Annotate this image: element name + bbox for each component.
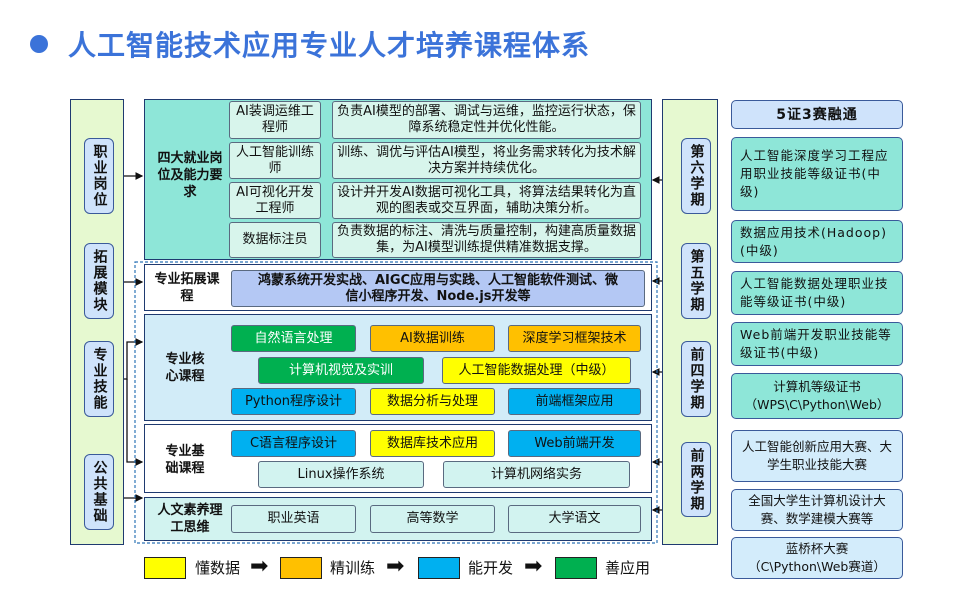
- course-data-analysis: 数据分析与处理: [370, 388, 495, 415]
- course-web-frontend: Web前端开发: [508, 430, 641, 457]
- title-bullet-icon: [30, 35, 48, 53]
- page-title: 人工智能技术应用专业人才培养课程体系: [68, 29, 591, 62]
- module-public-basis: 公共基础: [84, 454, 114, 530]
- competition: 全国大学生计算机设计大赛、数学建模大赛等: [731, 489, 903, 531]
- legend-swatch-green: [555, 557, 597, 579]
- job-desc: 训练、调优与评估AI模型，将业务需求转化为技术解决方案并持续优化。: [332, 142, 641, 179]
- basic-label: 专业基础课程: [165, 444, 205, 476]
- course-database: 数据库技术应用: [370, 430, 495, 457]
- arrow-right-icon: ➡: [250, 554, 269, 579]
- course-math: 高等数学: [370, 505, 495, 533]
- legend-label: 懂数据: [195, 559, 241, 577]
- course-chinese: 大学语文: [508, 505, 641, 533]
- job-desc: 负责数据的标注、清洗与质量控制，构建高质量数据集，为AI模型训练提供精准数据支撑…: [332, 222, 641, 258]
- course-computer-vision: 计算机视觉及实训: [258, 357, 424, 384]
- legend-label: 精训练: [330, 559, 376, 577]
- module-career: 职业岗位: [84, 138, 114, 214]
- humanities-label: 人文素养理工思维: [157, 503, 223, 535]
- module-skills: 专业技能: [84, 341, 114, 417]
- course-networking: 计算机网络实务: [443, 461, 630, 488]
- legend-swatch-yellow: [144, 557, 186, 579]
- arrow-right-icon: ➡: [386, 554, 405, 579]
- job-role: AI可视化开发工程师: [229, 182, 321, 219]
- legend-swatch-orange: [280, 557, 322, 579]
- competition: 蓝桥杯大赛（C\Python\Web赛道）: [731, 537, 903, 579]
- extension-courses: 鸿蒙系统开发实战、AIGC应用与实践、人工智能软件测试、微信小程序开发、Node…: [231, 270, 645, 307]
- job-desc: 设计并开发AI数据可视化工具，将算法结果转化为直观的图表或交互界面，辅助决策分析…: [332, 182, 641, 219]
- course-python: Python程序设计: [231, 388, 356, 415]
- job-role: 人工智能训练师: [229, 142, 321, 179]
- certificate: 数据应用技术(Hadoop)(中级): [731, 220, 903, 263]
- certificate: 计算机等级证书（WPS\C\Python\Web）: [731, 373, 903, 419]
- core-label: 专业核心课程: [165, 352, 205, 384]
- certificate: 人工智能深度学习工程应用职业技能等级证书(中级): [731, 137, 903, 211]
- semester-first-2: 前两学期: [681, 442, 711, 517]
- job-role: 数据标注员: [229, 222, 321, 258]
- job-role: AI装调运维工程师: [229, 101, 321, 139]
- course-c-language: C语言程序设计: [231, 430, 356, 457]
- course-frontend-framework: 前端框架应用: [508, 388, 641, 415]
- legend-swatch-blue: [418, 557, 460, 579]
- job-desc: 负责AI模型的部署、调试与运维，监控运行状态，保障系统稳定性并优化性能。: [332, 101, 641, 139]
- semester-6: 第六学期: [681, 138, 711, 214]
- arrow-right-icon: ➡: [524, 554, 543, 579]
- certificate: 人工智能数据处理职业技能等级证书(中级): [731, 271, 903, 315]
- course-nlp: 自然语言处理: [231, 325, 356, 352]
- course-linux: Linux操作系统: [258, 461, 424, 488]
- certificate: Web前端开发职业技能等级证书(中级): [731, 322, 903, 366]
- course-ai-data-training: AI数据训练: [370, 325, 495, 352]
- legend-label: 能开发: [468, 559, 514, 577]
- jobs-label: 四大就业岗位及能力要求: [157, 150, 223, 200]
- legend-label: 善应用: [605, 559, 651, 577]
- course-english: 职业英语: [231, 505, 356, 533]
- competition: 人工智能创新应用大赛、大学生职业技能大赛: [731, 430, 903, 482]
- extension-label: 专业拓展课程: [154, 272, 220, 304]
- module-extension: 拓展模块: [84, 243, 114, 319]
- certs-header: 5证3赛融通: [731, 100, 903, 129]
- course-deep-learning: 深度学习框架技术: [508, 325, 641, 352]
- semester-first-4: 前四学期: [681, 341, 711, 417]
- course-ai-data-processing: 人工智能数据处理（中级）: [442, 357, 631, 384]
- semester-5: 第五学期: [681, 243, 711, 319]
